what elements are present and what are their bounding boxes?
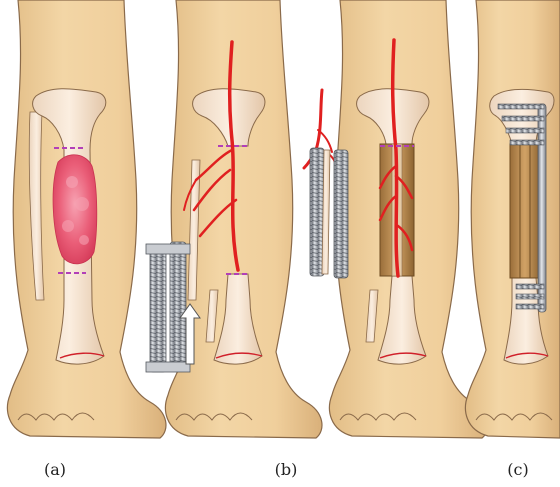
- panel-c-allograft: [510, 144, 540, 278]
- panel-label-a: (a): [35, 460, 75, 479]
- panel-label-c: (c): [498, 460, 538, 479]
- panel-b2-leg: [304, 0, 488, 438]
- panel-b-leg: [146, 0, 322, 438]
- panel-c-leg: [465, 0, 560, 438]
- panel-a-tumor: [53, 155, 97, 264]
- panel-b2-fixator: [310, 148, 348, 278]
- panel-label-b: (b): [266, 460, 306, 479]
- panel-a-leg: [7, 0, 166, 438]
- panel-b-external-fixator: [146, 242, 190, 372]
